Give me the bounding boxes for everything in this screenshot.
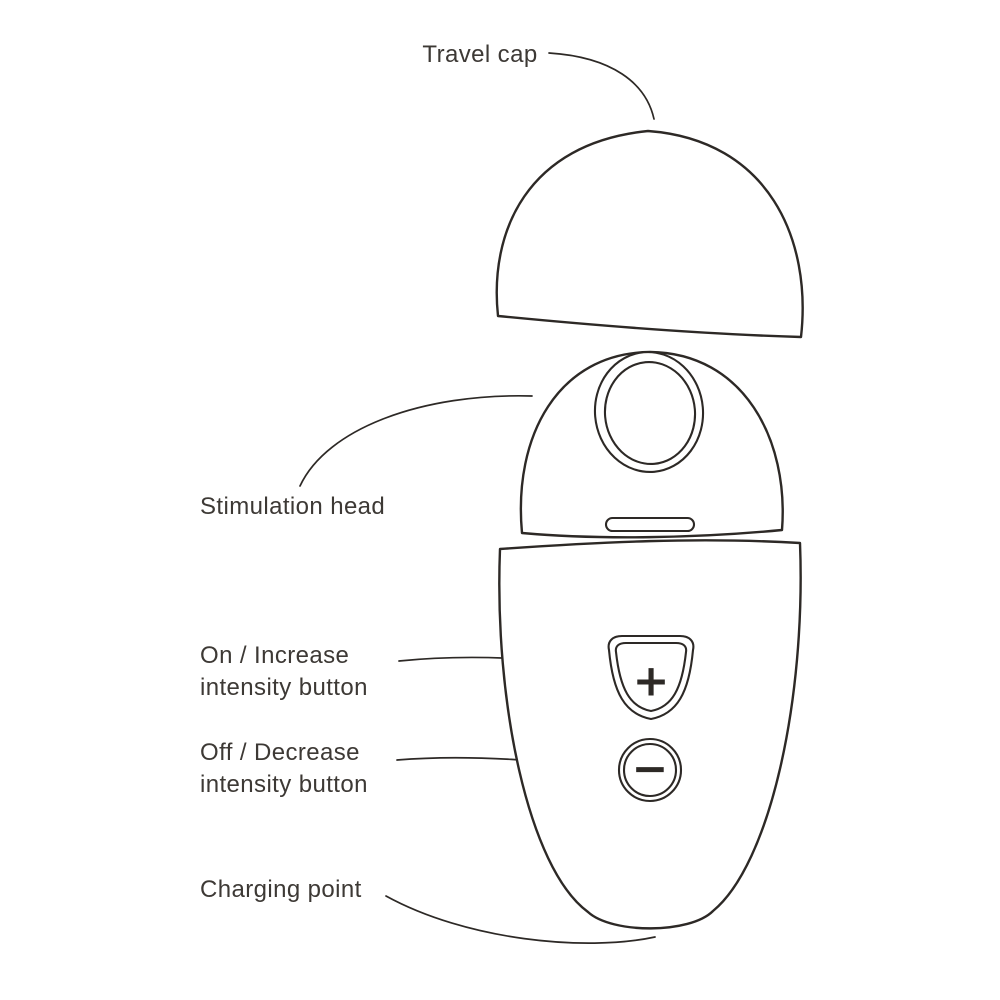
minus-icon: − (632, 744, 669, 795)
on-increase-label-line2: intensity button (200, 674, 368, 701)
stimulation-head-leader (299, 395, 533, 487)
travel-cap-leader (548, 52, 655, 120)
off-decrease-label-line1: Off / Decrease (200, 739, 360, 766)
plus-button-shape: + (607, 634, 695, 721)
minus-button-shape: − (617, 737, 683, 803)
plus-button-inner (614, 641, 688, 713)
off-decrease-label-line2: intensity button (200, 771, 368, 798)
stimulation-head-label: Stimulation head (200, 493, 385, 520)
travel-cap-shape (495, 129, 804, 339)
head-opening-inner (603, 360, 697, 466)
device-body-shape (498, 539, 802, 930)
minus-button-inner (622, 742, 678, 798)
charging-point-leader (385, 895, 656, 944)
charging-point-label: Charging point (200, 876, 362, 903)
plus-icon: + (633, 656, 670, 707)
labels: Travel cap Stimulation head On / Increas… (200, 41, 537, 903)
on-increase-label-line1: On / Increase (200, 642, 349, 669)
device-illustration: + − (495, 129, 804, 930)
travel-cap-label: Travel cap (422, 41, 537, 68)
head-slot-shape (604, 516, 696, 533)
